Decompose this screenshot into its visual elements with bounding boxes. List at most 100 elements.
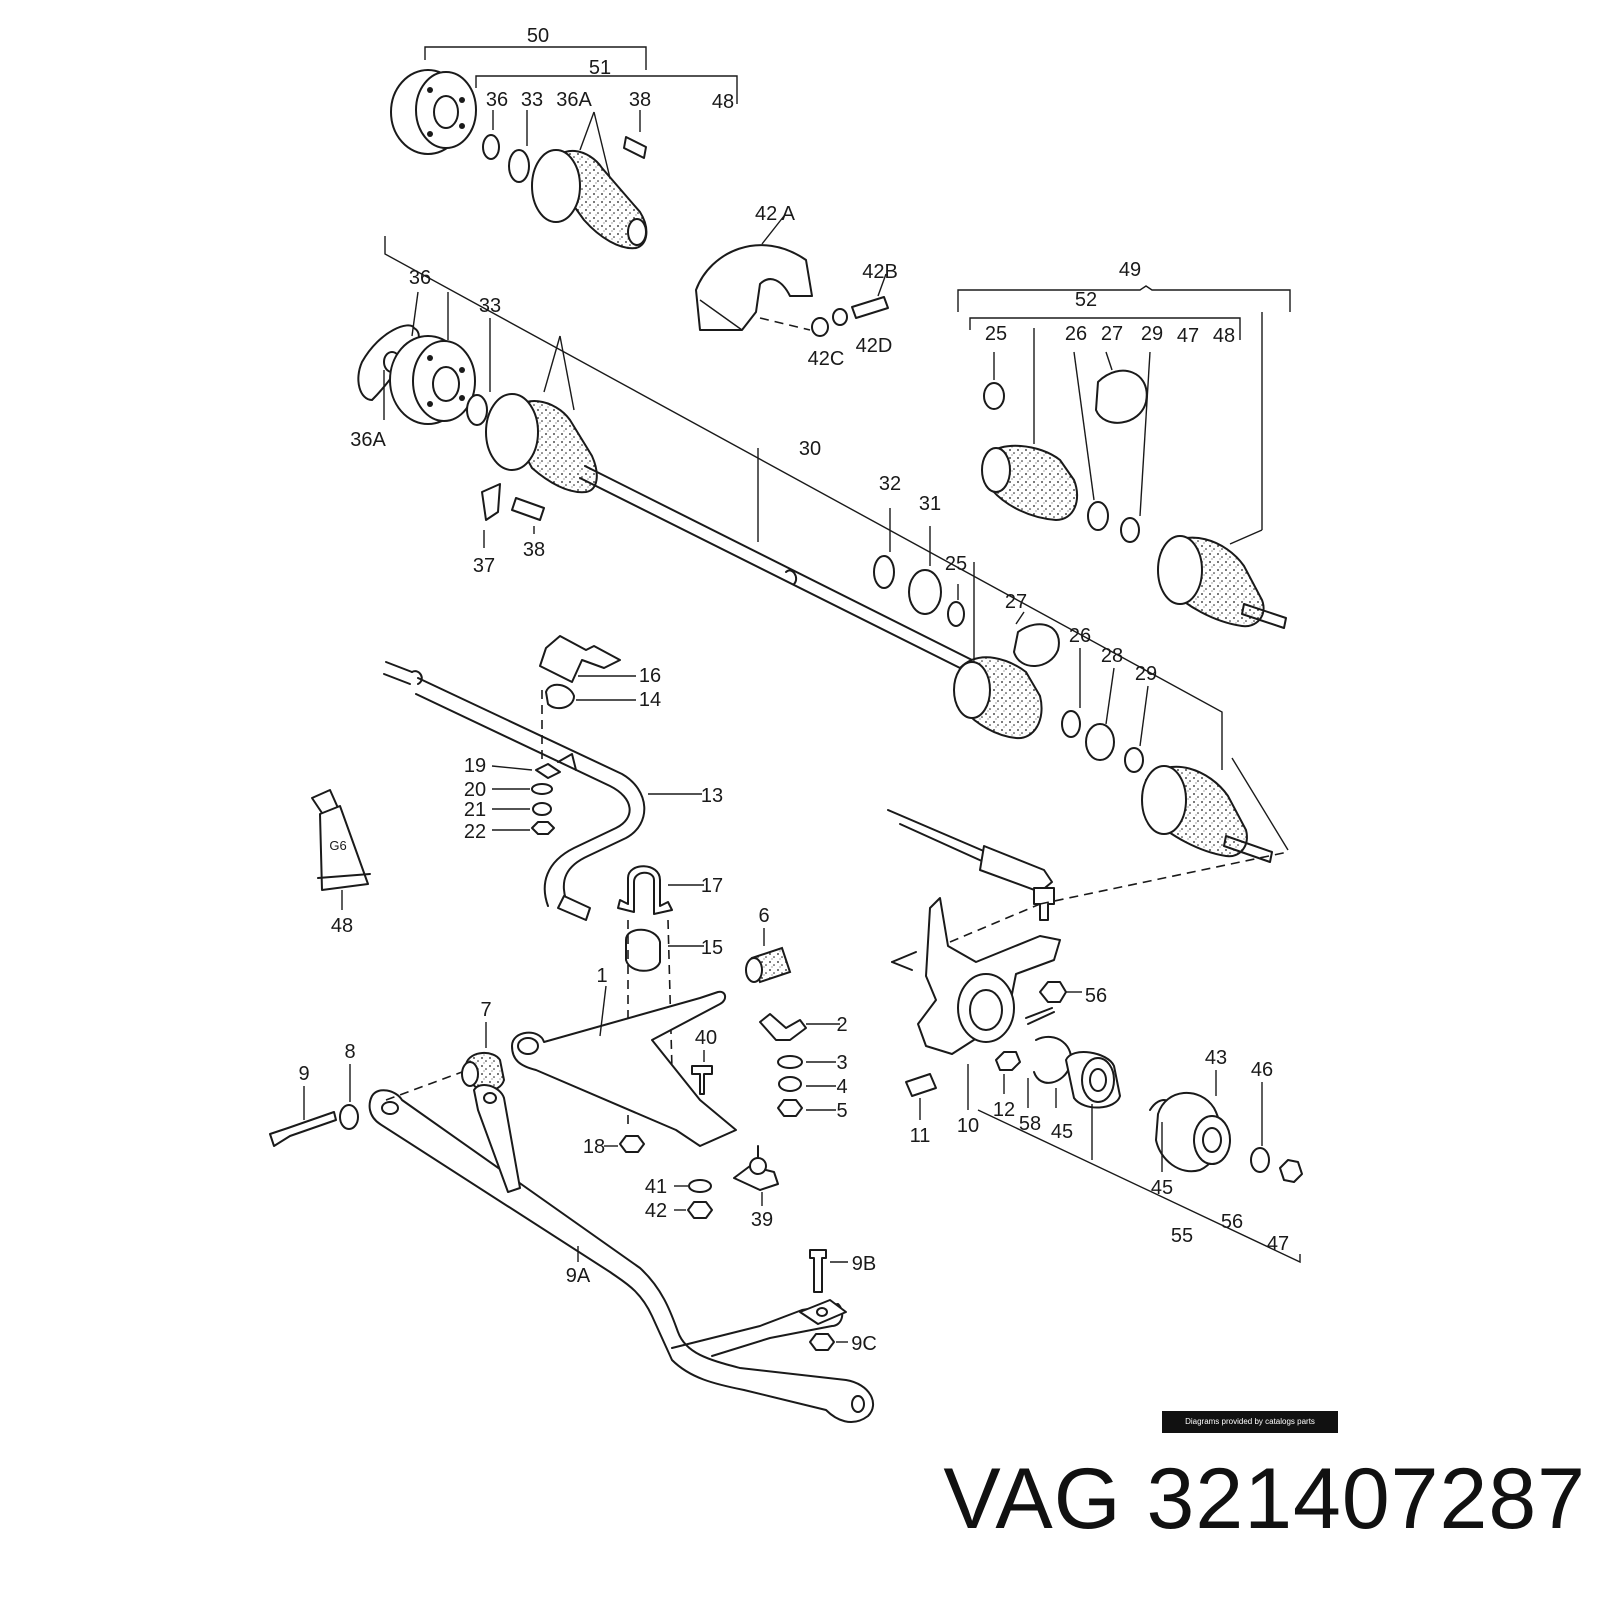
- callout-50: 50: [527, 25, 549, 47]
- o-ring-31: [908, 569, 942, 615]
- shaft-lower-edge: [579, 477, 977, 677]
- callout-41: 41: [645, 1176, 667, 1198]
- callout-9C: 9C: [851, 1333, 877, 1355]
- heat-shield: [695, 244, 813, 331]
- bolt-40: [691, 1065, 713, 1095]
- callout-30: 30: [799, 438, 821, 460]
- callout-25-right: 25: [985, 323, 1007, 345]
- callout-5: 5: [836, 1100, 847, 1122]
- nut-5: [777, 1099, 803, 1117]
- callout-18: 18: [583, 1136, 605, 1158]
- callout-36-top: 36: [486, 89, 508, 111]
- nut-42: [687, 1201, 713, 1219]
- nut-42D: [832, 308, 848, 326]
- callout-40: 40: [695, 1027, 717, 1049]
- clamp-16: [539, 635, 621, 683]
- clamp-17-bush-15: [617, 865, 704, 1130]
- bolt-9: [269, 1111, 337, 1147]
- bolt-38-mid: [511, 497, 545, 521]
- plate-19: [535, 763, 561, 779]
- grease-tube-48: G6: [311, 789, 371, 910]
- callout-37: 37: [473, 555, 495, 577]
- diagram-credit-badge: Diagrams provided by catalogs parts: [1162, 1411, 1338, 1433]
- group-50-inner-joint-kit: [390, 46, 738, 250]
- callout-56-low: 56: [1221, 1211, 1243, 1233]
- callout-36A-mid: 36A: [350, 429, 386, 451]
- callout-21: 21: [464, 799, 486, 821]
- group-49-outer-joint-kit: [957, 285, 1291, 629]
- bush-6: [745, 928, 792, 984]
- clamp-17: [617, 865, 673, 915]
- clamp-27-mid: [1013, 623, 1060, 667]
- callout-17: 17: [701, 875, 723, 897]
- bush-14: [545, 683, 575, 710]
- callout-22: 22: [464, 821, 486, 843]
- drive-shaft-assembly-30: [357, 236, 1289, 863]
- callout-12: 12: [993, 1099, 1015, 1121]
- splined-stub-right: [1241, 603, 1287, 629]
- washer-3: [777, 1055, 803, 1069]
- callout-3: 3: [836, 1052, 847, 1074]
- circlip-29-right: [1120, 517, 1140, 543]
- callout-31: 31: [919, 493, 941, 515]
- shaft-upper-edge: [584, 465, 981, 665]
- dished-washer-top: [508, 149, 530, 183]
- callout-33-top: 33: [521, 89, 543, 111]
- splined-stub-mid: [1223, 835, 1273, 863]
- washer-46: [1250, 1147, 1270, 1173]
- spring-washer-21: [532, 802, 552, 816]
- callout-9A: 9A: [566, 1265, 591, 1287]
- callout-32: 32: [879, 473, 901, 495]
- circlip-29-mid: [1124, 747, 1144, 773]
- ball-joint-39: [733, 1165, 779, 1191]
- stabilizer-bar-upper: [417, 677, 646, 901]
- callout-48-tube: 48: [331, 915, 353, 937]
- callout-42A: 42 A: [755, 203, 796, 225]
- callout-20: 20: [464, 779, 486, 801]
- nut-22: [531, 821, 555, 835]
- subframe-main: [368, 1089, 874, 1424]
- callout-47-low: 47: [1267, 1233, 1289, 1255]
- callout-16: 16: [639, 665, 661, 687]
- clip-25-mid: [947, 601, 965, 627]
- spring-washer-4: [778, 1076, 802, 1092]
- callout-42C: 42C: [808, 348, 845, 370]
- bolt-42B: [851, 296, 889, 319]
- callout-26-mid: 26: [1069, 625, 1091, 647]
- callout-42: 42: [645, 1200, 667, 1222]
- bracket-plate: [799, 1299, 847, 1325]
- callout-39: 39: [751, 1209, 773, 1231]
- callout-27-mid: 27: [1005, 591, 1027, 613]
- callout-7: 7: [480, 999, 491, 1021]
- callout-25-mid: 25: [945, 553, 967, 575]
- clip-25-right: [983, 382, 1005, 410]
- callout-56-top: 56: [1085, 985, 1107, 1007]
- wishbone-arm: [511, 990, 737, 1147]
- dished-washer-33: [466, 394, 488, 426]
- callout-1: 1: [596, 965, 607, 987]
- tube-marking: G6: [329, 838, 346, 853]
- stabilizer-bar-13: [383, 635, 702, 921]
- steering-knuckle-10: [887, 809, 1303, 1264]
- callout-8: 8: [344, 1041, 355, 1063]
- clamp-27-right: [1095, 369, 1148, 424]
- callout-38-top: 38: [629, 89, 651, 111]
- callout-6: 6: [758, 905, 769, 927]
- callout-11: 11: [910, 1125, 931, 1147]
- callout-42B: 42B: [862, 261, 898, 283]
- bolt-38-top: [623, 136, 647, 159]
- part-number-title: VAG 321407287: [943, 1451, 1586, 1547]
- callout-55: 55: [1171, 1225, 1193, 1247]
- callout-10: 10: [957, 1115, 979, 1137]
- washer-42C: [811, 317, 829, 337]
- callout-48-right: 48: [1213, 325, 1235, 347]
- callout-9B: 9B: [852, 1253, 876, 1275]
- callout-27-right: 27: [1101, 323, 1123, 345]
- lock-plate-37: [481, 483, 501, 521]
- tube-body: [319, 805, 369, 891]
- callout-29-right: 29: [1141, 323, 1163, 345]
- callout-52: 52: [1075, 289, 1097, 311]
- washer-20: [531, 783, 553, 795]
